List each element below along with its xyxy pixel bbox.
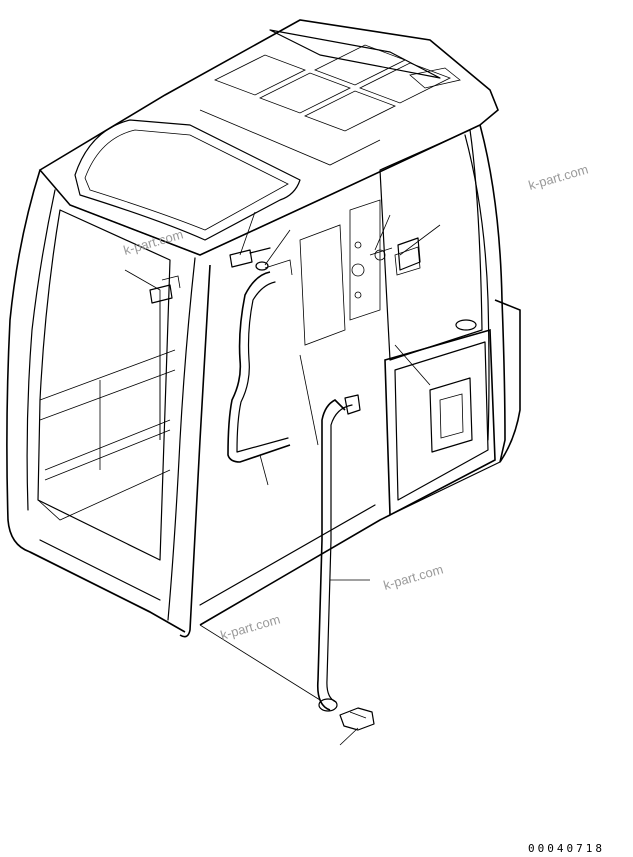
watermark: k-part.com (527, 162, 590, 193)
handrail-right (316, 394, 361, 711)
windshield (37, 209, 176, 561)
washer-bottom (318, 698, 338, 712)
bolt-top (229, 247, 271, 268)
watermark: k-part.com (219, 612, 282, 643)
watermark: k-part.com (382, 562, 445, 593)
leader-lines (124, 211, 441, 746)
handrail-left (227, 259, 293, 463)
roof-panel (74, 29, 461, 241)
label-plate (149, 275, 181, 304)
clip (369, 237, 421, 271)
cab-frame (6, 19, 521, 638)
bolt-bottom (339, 707, 375, 731)
door (299, 129, 496, 517)
watermark: k-part.com (122, 227, 185, 258)
document-number: 00040718 (528, 842, 605, 855)
washer-top (255, 261, 269, 271)
